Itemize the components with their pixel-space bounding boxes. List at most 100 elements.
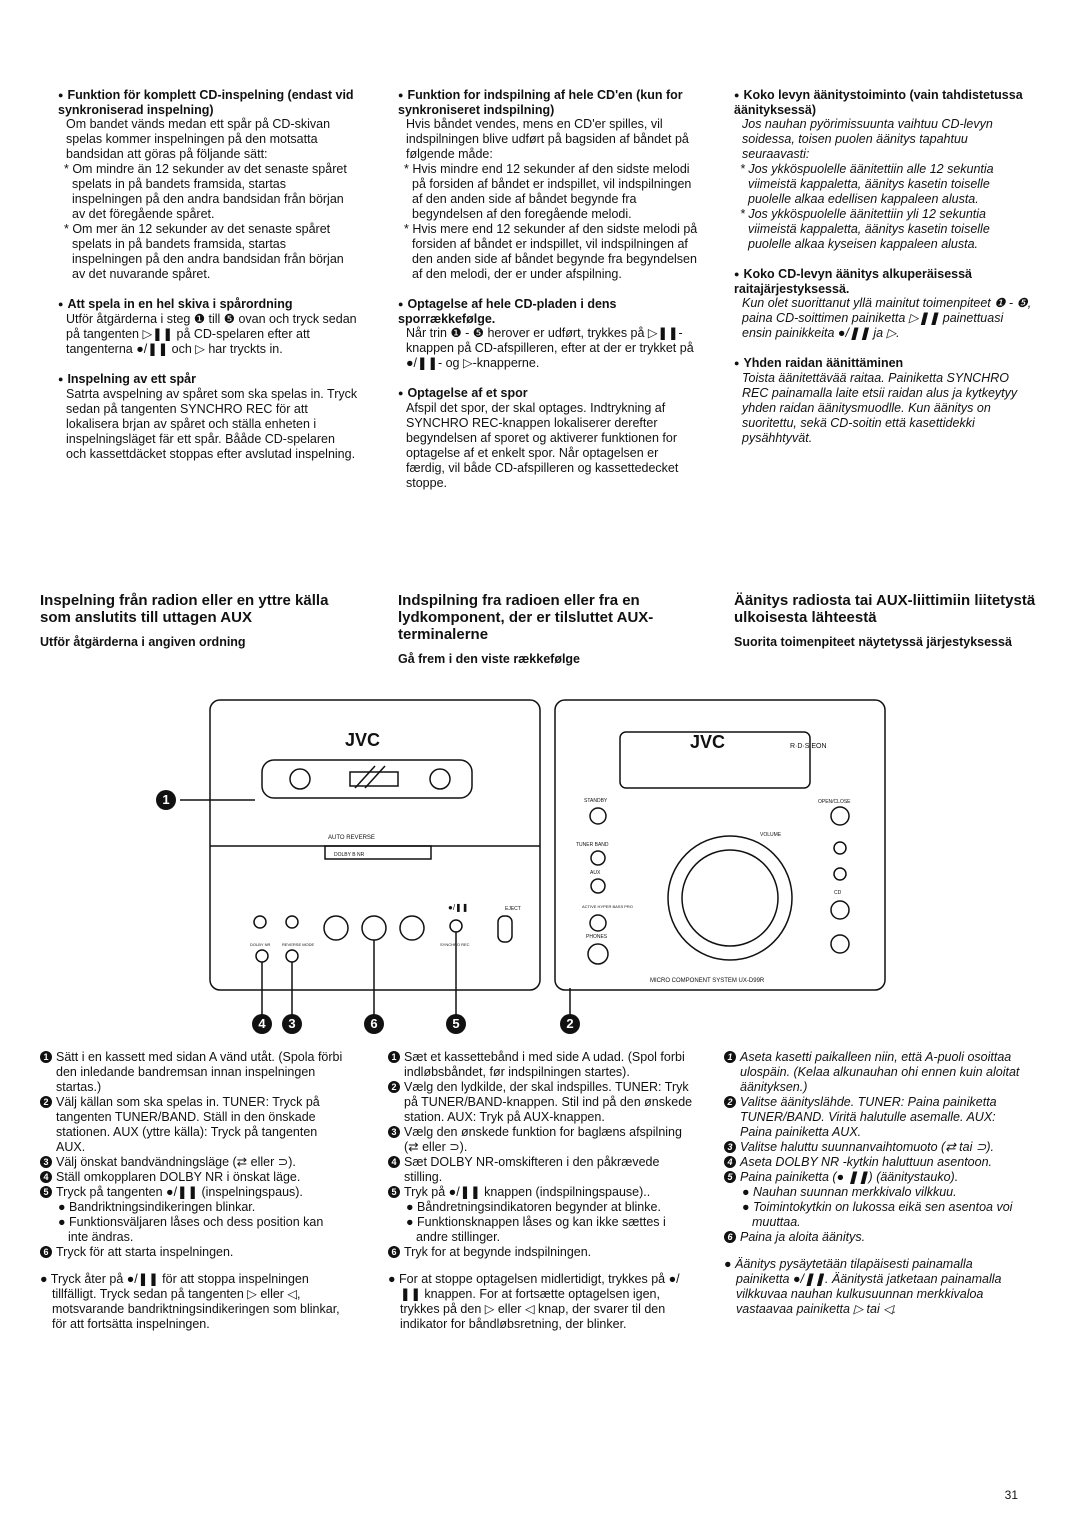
volume-knob-outer <box>667 835 793 961</box>
section-whole-disc: Att spela in en hel skiva i spårordning … <box>58 297 358 357</box>
step-number: 4 <box>388 1156 400 1168</box>
step-note: ● Tryck åter på ●/❚❚ för att stoppa insp… <box>40 1272 340 1331</box>
callout-1: 1 <box>156 790 176 810</box>
section-heading: Att spela in en hel skiva i spårordning <box>58 297 358 312</box>
section-full-cd: Funktion for indspilning af hele CD'en (… <box>398 88 698 282</box>
heading-title: Indspilning fra radioen eller fra en lyd… <box>398 592 654 643</box>
section-body: Afspil det spor, der skal optages. Indtr… <box>406 401 679 490</box>
reflection-line <box>364 765 386 789</box>
step-bullet: ● Nauhan suunnan merkkivalo vilkkuu. <box>742 1185 957 1199</box>
step-number: 4 <box>40 1171 52 1183</box>
volume-label: VOLUME <box>760 832 782 838</box>
step-bullet: ● Toimintokytkin on lukossa eikä sen ase… <box>742 1200 1013 1229</box>
callout-5: 5 <box>446 1014 466 1034</box>
stop-button <box>361 915 387 941</box>
step-text: Sätt i en kassett med sidan A vänd utåt.… <box>56 1050 343 1094</box>
rds-logo: R·D·S EON <box>790 743 827 750</box>
receiver-unit <box>554 699 886 991</box>
note-star: * Jos ykköspuolelle äänitettiin yli 12 s… <box>740 207 990 251</box>
section-one-track: Yhden raidan äänittäminen Toista äänitet… <box>734 356 1036 446</box>
volume-knob <box>681 849 779 947</box>
note-star: * Jos ykköspuolelle äänitettiin alle 12 … <box>740 162 994 206</box>
reel-left <box>289 768 311 790</box>
dolby-nr-label: DOLBY NR <box>250 942 270 947</box>
section-body: Jos nauhan pyörimissuunta vaihtuu CD-lev… <box>742 117 993 161</box>
step-text: Vælg den ønskede funktion for baglæns af… <box>404 1125 682 1154</box>
step-number: 2 <box>724 1096 736 1108</box>
note-star: * Om mer än 12 sekunder av det senaste s… <box>64 222 344 281</box>
section-body: Om bandet vänds medan ett spår på CD-ski… <box>66 117 331 161</box>
section-heading: Optagelse af et spor <box>398 386 698 401</box>
hyper-bass-label: ACTIVE HYPER BASS PRO <box>582 904 633 909</box>
heading-swedish: Inspelning från radion eller en yttre kä… <box>40 592 345 651</box>
open-close-label: OPEN/CLOSE <box>818 799 851 805</box>
step-text: Sæt et kassettebånd i med side A udad. (… <box>404 1050 685 1079</box>
steps-swedish: 1 Sätt i en kassett med sidan A vänd utåt… <box>40 1050 345 1345</box>
step-text: Sæt DOLBY NR-omskifteren i den påkrævede… <box>404 1155 660 1184</box>
column-finnish: Koko levyn äänitystoiminto (vain tahdist… <box>734 88 1036 461</box>
step-number: 1 <box>40 1051 52 1063</box>
reflection-line <box>354 765 376 789</box>
step-text: Valitse haluttu suunnanvaihtomuoto (⇄ ta… <box>740 1140 994 1154</box>
heading-danish: Indspilning fra radioen eller fra en lyd… <box>398 592 703 668</box>
steps-danish: 1 Sæt et kassettebånd i med side A udad. … <box>388 1050 693 1345</box>
aux-button <box>590 878 606 894</box>
step-bullet: ● Bandriktningsindikeringen blinkar. <box>58 1200 256 1214</box>
step-number: 5 <box>724 1171 736 1183</box>
auto-reverse-label: AUTO REVERSE <box>328 835 375 841</box>
skip-fwd-button <box>833 841 847 855</box>
step-number: 3 <box>724 1141 736 1153</box>
section-heading: Inspelning av ett spår <box>58 372 358 387</box>
cd-play-button <box>830 900 850 920</box>
play-forward-button <box>399 915 425 941</box>
dolby-label: DOLBY B NR <box>334 852 365 858</box>
step-number: 6 <box>40 1246 52 1258</box>
step-note: ● For at stoppe optagelsen midlertidigt,… <box>388 1272 680 1331</box>
column-danish: Funktion for indspilning af hele CD'en (… <box>398 88 698 506</box>
column-swedish: Funktion för komplett CD-inspelning (end… <box>58 88 358 477</box>
aux-label: AUX <box>590 870 601 876</box>
brand-left: JVC <box>345 730 380 750</box>
step-number: 1 <box>388 1051 400 1063</box>
cassette-unit <box>209 699 541 991</box>
heading-finnish: Äänitys radiosta tai AUX-liittimiin liit… <box>734 592 1039 651</box>
section-body: Hvis båndet vendes, mens en CD'er spille… <box>406 117 689 161</box>
dolby-nr-button <box>255 949 269 963</box>
step-text: Valitse äänityslähde. TUNER: Paina paini… <box>740 1095 997 1139</box>
heading-subtitle: Suorita toimenpiteet näytetyssä järjesty… <box>734 635 1012 649</box>
rec-pause-button <box>449 919 463 933</box>
step-text: Tryck på tangenten ●/❚❚ (inspelningspaus… <box>56 1185 303 1199</box>
section-heading: Yhden raidan äänittäminen <box>734 356 1036 371</box>
step-note: ● Äänitys pysäytetään tilapäisesti paina… <box>724 1257 1002 1316</box>
heading-subtitle: Utför åtgärderna i angiven ordning <box>40 635 246 649</box>
heading-title: Inspelning från radion eller en yttre kä… <box>40 592 329 626</box>
step-number: 6 <box>724 1231 736 1243</box>
section-heading: Funktion for indspilning af hele CD'en (… <box>398 88 698 117</box>
step-item: 1 Sæt et kassettebånd i med side A udad. … <box>388 1050 693 1080</box>
callout-3: 3 <box>282 1014 302 1034</box>
step-number: 4 <box>724 1156 736 1168</box>
tuner-band-button <box>590 850 606 866</box>
step-item: 3 Valitse haluttu suunnanvaihtomuoto (⇄ t… <box>724 1140 1029 1155</box>
section-heading: Funktion för komplett CD-inspelning (end… <box>58 88 358 117</box>
hyper-bass-button <box>589 914 607 932</box>
section-one-track: Optagelse af et spor Afspil det spor, de… <box>398 386 698 491</box>
section-heading: Optagelse af hele CD-pladen i dens sporr… <box>398 297 698 326</box>
phones-jack <box>587 943 609 965</box>
section-body: Utför åtgärderna i steg ❶ till ❺ ovan oc… <box>66 312 357 356</box>
step-number: 3 <box>388 1126 400 1138</box>
section-whole-disc: Optagelse af hele CD-pladen i dens sporr… <box>398 297 698 371</box>
step-number: 1 <box>724 1051 736 1063</box>
standby-label: STANDBY <box>584 798 608 804</box>
brand-right: JVC <box>690 732 725 752</box>
